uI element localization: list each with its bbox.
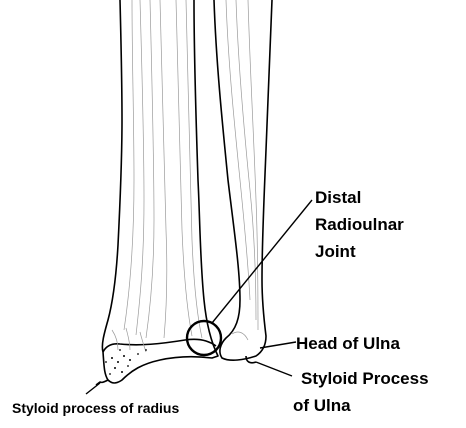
leader-lines (85, 199, 313, 395)
joint-circle-marker (185, 319, 223, 357)
radius-shading (111, 0, 203, 353)
label-distal-radioulnar-joint: Distal Radioulnar Joint (315, 184, 404, 265)
leader-distal-radioulnar-joint (211, 199, 313, 324)
radius-bone (95, 0, 219, 386)
ulna-bone (213, 0, 273, 364)
label-of-ulna: of Ulna (293, 396, 351, 415)
radius-stipple (105, 349, 147, 375)
leader-styloid-radius (85, 382, 101, 395)
label-joint: Joint (315, 242, 356, 261)
label-styloid-process-of-ulna: Styloid Process of Ulna (293, 365, 429, 419)
label-styloid-process: Styloid Process (301, 369, 429, 388)
label-distal: Distal (315, 188, 362, 207)
ulna-shading (225, 0, 259, 341)
label-styloid-process-of-radius: Styloid process of radius (12, 400, 180, 416)
label-radioulnar: Radioulnar (315, 215, 404, 234)
leader-styloid-ulna (255, 361, 293, 377)
leader-head-of-ulna (259, 341, 297, 349)
label-head-of-ulna: Head of Ulna (296, 334, 400, 353)
